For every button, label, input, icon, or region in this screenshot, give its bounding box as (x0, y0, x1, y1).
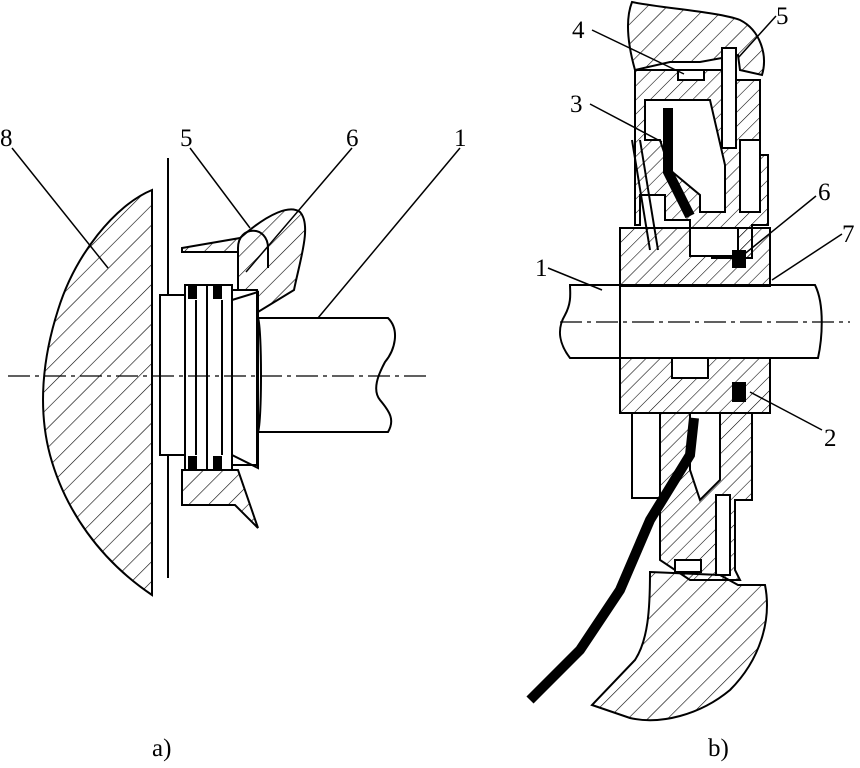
gasket-a-bot-1 (188, 456, 197, 470)
housing-part-5-bottom (590, 570, 768, 722)
gasket-part-6-top (732, 250, 746, 268)
shaft-part-1-b (558, 284, 823, 359)
label-6-b: 6 (818, 179, 831, 206)
housing-part-5-top (627, 0, 765, 77)
gasket-part-2 (732, 382, 746, 402)
gasket-a-top-1 (188, 285, 197, 299)
plate-lower-left (631, 412, 661, 499)
figure-b (526, 0, 823, 722)
hub-lower-white (671, 357, 709, 379)
label-6-a: 6 (346, 125, 359, 152)
gasket-a-top-2 (213, 285, 222, 299)
label-5-b: 5 (776, 3, 789, 30)
gasket-a-bot-2 (213, 456, 222, 470)
seal-ring-2 (206, 284, 233, 471)
label-5-a: 5 (180, 125, 193, 152)
seal-ring-3 (231, 289, 258, 466)
shaft-part-1-a (258, 317, 396, 433)
leaders-a (11, 147, 461, 319)
housing-part-8 (42, 188, 153, 597)
cover-part-5-lower (181, 469, 259, 529)
lip-seal (231, 290, 259, 470)
hub-upper-white (689, 227, 739, 257)
ring-part-4-bottom (674, 559, 702, 573)
label-7-b: 7 (842, 221, 855, 248)
seal-body (159, 294, 186, 456)
fin-lower (715, 494, 731, 576)
label-2-b: 2 (824, 425, 837, 452)
spring-part-3 (663, 108, 695, 219)
ring-part-4-top (677, 69, 705, 81)
label-1-b: 1 (535, 255, 548, 282)
fin-upper (721, 47, 737, 149)
label-3-b: 3 (570, 91, 583, 118)
label-4-b: 4 (572, 17, 585, 44)
leaders-b (547, 15, 843, 431)
fin-upper-2 (739, 139, 761, 213)
caption-a: a) (152, 735, 171, 762)
caption-b: b) (708, 735, 729, 762)
spring-part-3-lower (526, 417, 699, 704)
label-8-a: 8 (0, 125, 13, 152)
label-1-a: 1 (454, 125, 467, 152)
figure-a (42, 158, 396, 597)
